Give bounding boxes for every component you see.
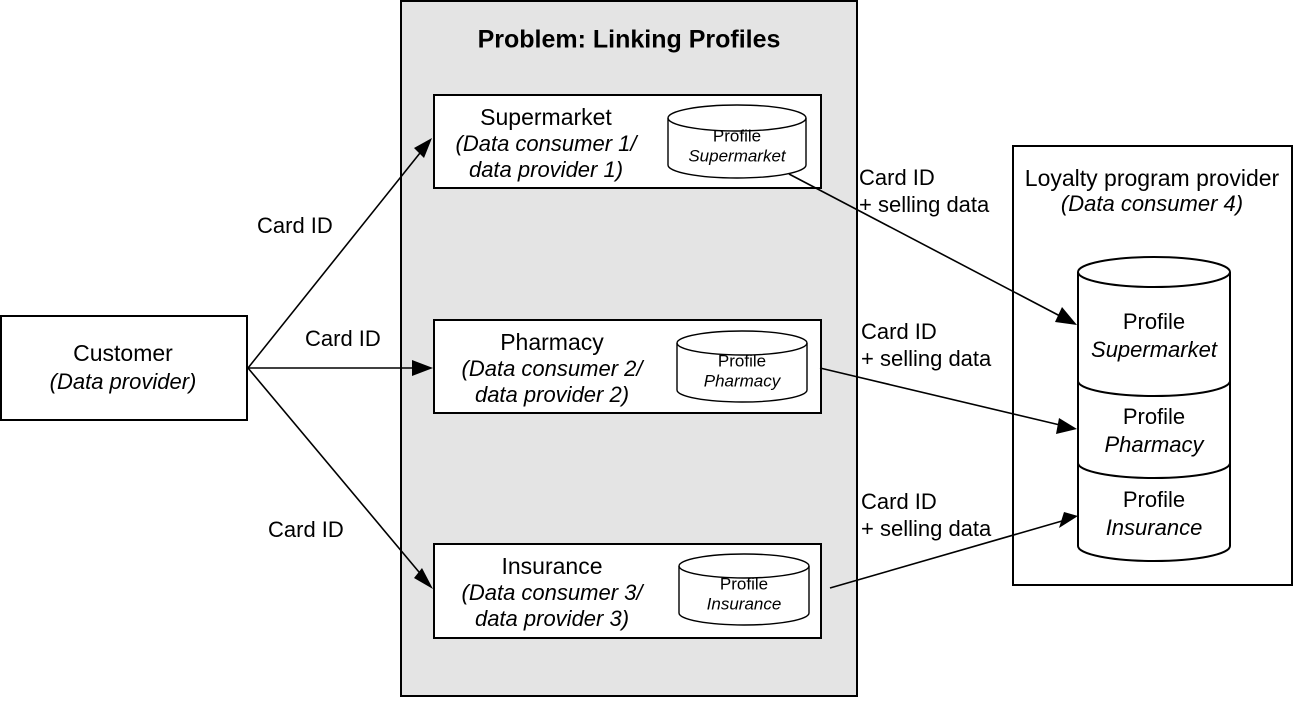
edge-label-card-id-3: Card ID bbox=[268, 517, 344, 542]
supermarket-subtitle-line2: data provider 1) bbox=[469, 157, 623, 182]
edge-label-selling-1-line2: + selling data bbox=[859, 192, 990, 217]
edge-label-selling-3-line2: + selling data bbox=[861, 516, 992, 541]
insurance-subtitle-line1: (Data consumer 3/ bbox=[462, 580, 645, 605]
customer-title: Customer bbox=[73, 340, 173, 366]
arrowhead-supermarket bbox=[414, 138, 432, 158]
arrowhead-loyalty-supermarket bbox=[1055, 307, 1077, 325]
edge-label-card-id-1: Card ID bbox=[257, 213, 333, 238]
pharmacy-title: Pharmacy bbox=[500, 329, 604, 355]
loyalty-segment-1-line1: Profile bbox=[1123, 309, 1185, 334]
pharmacy-store-line1: Profile bbox=[718, 351, 766, 370]
edge-label-selling-1-line1: Card ID bbox=[859, 165, 935, 190]
loyalty-segment-1-line2: Supermarket bbox=[1091, 337, 1218, 362]
pharmacy-subtitle-line2: data provider 2) bbox=[475, 382, 629, 407]
arrowhead-pharmacy bbox=[412, 360, 433, 376]
supermarket-title: Supermarket bbox=[480, 104, 612, 130]
supermarket-store-line2: Supermarket bbox=[688, 146, 787, 165]
insurance-store-line2: Insurance bbox=[707, 594, 782, 613]
insurance-profile-store: Profile Insurance bbox=[678, 553, 810, 626]
edge-label-selling-2-line2: + selling data bbox=[861, 346, 992, 371]
loyalty-subtitle: (Data consumer 4) bbox=[1061, 191, 1243, 216]
arrowhead-loyalty-insurance bbox=[1059, 512, 1078, 528]
loyalty-title: Loyalty program provider bbox=[1025, 165, 1280, 191]
edge-pharmacy-to-loyalty bbox=[819, 367, 1077, 434]
edge-label-selling-3-line1: Card ID bbox=[861, 489, 937, 514]
pharmacy-subtitle-line1: (Data consumer 2/ bbox=[462, 356, 645, 381]
arrowhead-loyalty-pharmacy bbox=[1056, 418, 1077, 434]
insurance-store-line1: Profile bbox=[720, 574, 768, 593]
edge-label-selling-2-line1: Card ID bbox=[861, 319, 937, 344]
supermarket-profile-store: Profile Supermarket bbox=[667, 104, 807, 179]
customer-subtitle: (Data provider) bbox=[50, 369, 197, 394]
arrowhead-insurance bbox=[414, 568, 433, 589]
loyalty-segment-2-line2: Pharmacy bbox=[1104, 432, 1205, 457]
insurance-subtitle-line2: data provider 3) bbox=[475, 606, 629, 631]
edge-customer-to-insurance bbox=[247, 367, 433, 589]
edge-customer-to-supermarket bbox=[247, 138, 432, 369]
loyalty-profile-stack: Profile Supermarket Profile Pharmacy Pro… bbox=[1077, 256, 1231, 562]
loyalty-segment-2-line1: Profile bbox=[1123, 404, 1185, 429]
supermarket-subtitle-line1: (Data consumer 1/ bbox=[456, 131, 639, 156]
panel-title: Problem: Linking Profiles bbox=[478, 26, 781, 54]
loyalty-segment-3-line2: Insurance bbox=[1106, 515, 1203, 540]
pharmacy-store-line2: Pharmacy bbox=[704, 371, 782, 390]
edge-insurance-to-loyalty bbox=[829, 512, 1078, 589]
pharmacy-profile-store: Profile Pharmacy bbox=[676, 330, 808, 403]
edge-supermarket-to-loyalty bbox=[788, 173, 1077, 325]
loyalty-segment-3-line1: Profile bbox=[1123, 487, 1185, 512]
customer-box bbox=[0, 315, 248, 421]
insurance-title: Insurance bbox=[501, 553, 602, 579]
supermarket-store-line1: Profile bbox=[713, 126, 761, 145]
edge-label-card-id-2: Card ID bbox=[305, 326, 381, 351]
edge-customer-to-pharmacy bbox=[248, 360, 433, 376]
